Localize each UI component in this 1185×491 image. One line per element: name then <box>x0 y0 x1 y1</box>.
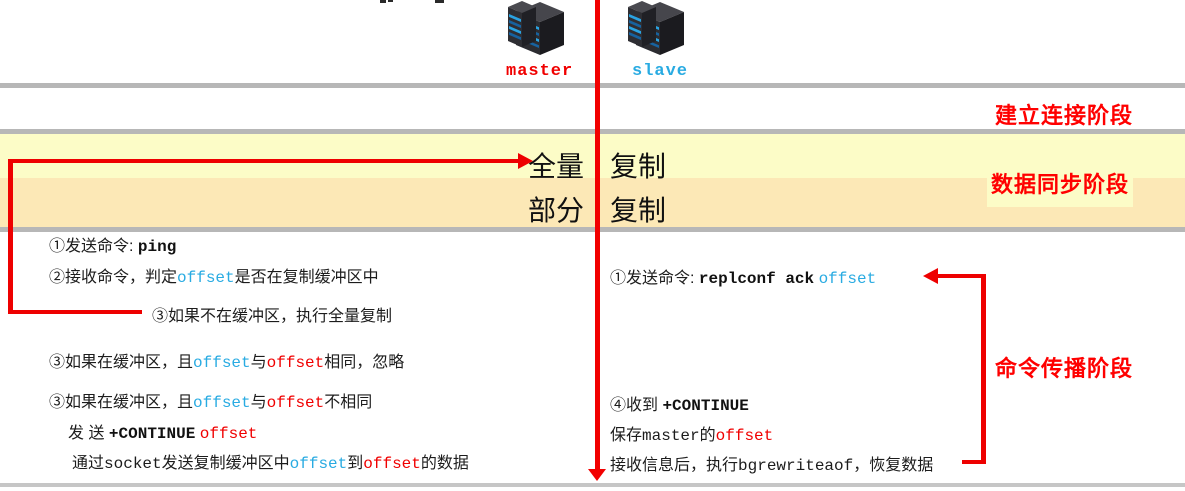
text-segment: offset <box>193 354 251 372</box>
phase-separator <box>0 483 1185 487</box>
text-segment: ③如果在缓冲区，且 <box>49 354 194 371</box>
text-segment: 不相同 <box>324 394 373 411</box>
text-segment: ④收到 <box>610 397 663 414</box>
timeline-arrowhead-icon <box>588 469 606 481</box>
right-bracket-vline <box>981 274 986 464</box>
ack-arrowhead-icon <box>923 268 938 284</box>
banner-text: 全量 <box>527 151 584 182</box>
server-icon-slave <box>626 1 690 59</box>
step-line-master-6: 发 送 +CONTINUE offset <box>68 424 257 444</box>
truncated-title-fragment <box>380 0 386 3</box>
text-segment: ②接收命令，判定 <box>49 269 178 286</box>
banner-text: 部分 <box>527 195 584 226</box>
text-segment: 接收信息后，执行 <box>610 457 739 474</box>
step-line-master-7: 通过socket发送复制缓冲区中offset到offset的数据 <box>72 454 469 474</box>
phase-label-connect: 建立连接阶段 <box>994 103 1133 128</box>
step-line-master-5: ③如果在缓冲区，且offset与offset不相同 <box>49 393 372 413</box>
text-segment: offset <box>818 270 877 288</box>
text-segment: offset <box>715 427 774 445</box>
step-line-slave-4: 接收信息后，执行bgrewriteaof，恢复数据 <box>610 456 933 476</box>
text-segment: 发送复制缓冲区中 <box>161 455 290 472</box>
banner-text: 复制 <box>610 151 667 182</box>
master-label: master <box>506 62 574 81</box>
text-segment: 到 <box>347 455 364 472</box>
phase-separator <box>0 227 1185 232</box>
truncated-title-fragment <box>435 0 444 3</box>
text-segment: ①发送命令: <box>49 238 138 255</box>
text-segment: offset <box>193 394 251 412</box>
text-segment: socket <box>104 455 162 473</box>
text-segment: 相同，忽略 <box>324 354 405 371</box>
text-segment: replconf ack <box>698 270 815 288</box>
server-icon-master <box>506 1 570 59</box>
banner-text: 复制 <box>610 195 667 226</box>
step-line-master-3: ③如果不在缓冲区，执行全量复制 <box>152 307 392 326</box>
text-segment: offset <box>363 455 421 473</box>
step-line-master-4: ③如果在缓冲区，且offset与offset相同，忽略 <box>49 353 404 373</box>
timeline-divider <box>595 0 600 470</box>
text-segment: offset <box>266 354 325 372</box>
step-line-slave-2: ④收到 +CONTINUE <box>610 396 749 416</box>
slave-label: slave <box>632 62 689 81</box>
text-segment: 通过 <box>72 455 105 472</box>
phase-label-propagate: 命令传播阶段 <box>994 356 1133 381</box>
text-segment: 发 送 <box>68 425 109 442</box>
step-line-slave-1: ①发送命令: replconf ack offset <box>610 269 876 289</box>
text-segment: bgrewriteaof <box>738 457 854 475</box>
phase-separator <box>0 129 1185 134</box>
text-segment: offset <box>199 425 258 443</box>
right-bracket-bottom-line <box>962 460 986 464</box>
text-segment: offset <box>289 455 348 473</box>
text-segment: 与 <box>250 354 267 371</box>
text-segment: +CONTINUE <box>108 425 196 443</box>
text-segment: ③如果不在缓冲区，执行全量复制 <box>152 308 393 325</box>
text-segment: ping <box>137 238 177 256</box>
phase-label-sync: 数据同步阶段 <box>986 165 1133 207</box>
text-segment: master <box>642 427 700 445</box>
phase-separator <box>0 83 1185 88</box>
text-segment: ③如果在缓冲区，且 <box>49 394 194 411</box>
left-bracket-vline <box>8 159 13 314</box>
full-sync-arrow-line <box>10 159 518 163</box>
step-line-master-1: ①发送命令: ping <box>49 237 176 257</box>
full-sync-arrowhead-icon <box>518 153 533 169</box>
truncated-title-fragment <box>388 0 393 2</box>
text-segment: 与 <box>250 394 267 411</box>
text-segment: offset <box>266 394 325 412</box>
text-segment: 的 <box>699 427 716 444</box>
right-bracket-top-line <box>938 274 986 278</box>
text-segment: ①发送命令: <box>610 270 699 287</box>
full-replication-banner: 全量复制 <box>528 145 666 185</box>
left-bracket-hline <box>8 310 142 314</box>
text-segment: 的数据 <box>420 455 469 472</box>
text-segment: ，恢复数据 <box>853 457 934 474</box>
text-segment: +CONTINUE <box>662 397 749 415</box>
step-line-master-2: ②接收命令，判定offset是否在复制缓冲区中 <box>49 268 379 288</box>
text-segment: 是否在复制缓冲区中 <box>234 269 379 286</box>
text-segment: 保存 <box>610 427 643 444</box>
partial-replication-banner: 部分复制 <box>528 189 666 229</box>
step-line-slave-3: 保存master的offset <box>610 426 773 446</box>
text-segment: offset <box>177 269 235 287</box>
